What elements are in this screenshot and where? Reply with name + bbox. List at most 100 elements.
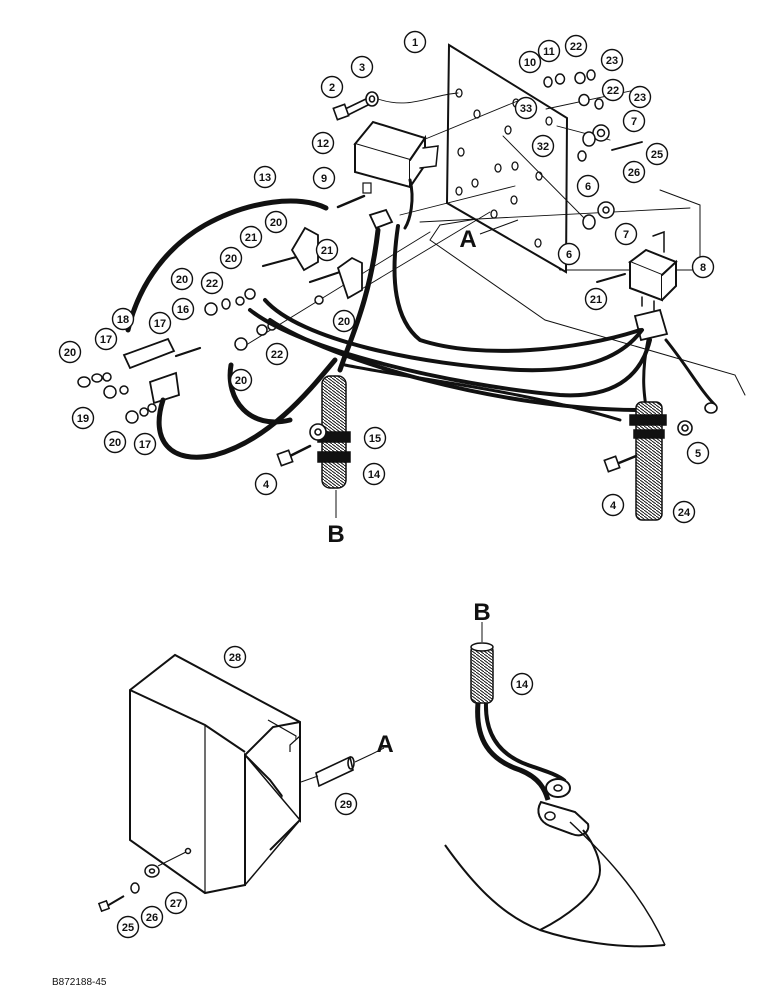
callout-number: 17 xyxy=(154,318,166,330)
callout-6: 6 xyxy=(576,174,600,198)
callout-circle xyxy=(148,311,172,335)
callout-4: 4 xyxy=(254,472,278,496)
cover-hardware xyxy=(97,847,192,913)
callout-19: 19 xyxy=(71,406,95,430)
callout-circle xyxy=(622,160,646,184)
callout-circle xyxy=(254,472,278,496)
callout-number: 17 xyxy=(100,334,112,346)
callout-1: 1 xyxy=(403,30,427,54)
callout-circle xyxy=(71,406,95,430)
callout-circle xyxy=(200,271,224,295)
terminal-blocks xyxy=(122,208,669,405)
callout-16: 16 xyxy=(171,297,195,321)
figure-code: B872188-45 xyxy=(52,977,107,988)
callout-circle xyxy=(557,242,581,266)
callout-2: 2 xyxy=(320,75,344,99)
callout-number: 13 xyxy=(259,172,271,184)
callout-circle xyxy=(58,340,82,364)
callout-number: 26 xyxy=(628,167,640,179)
callout-number: 22 xyxy=(271,349,283,361)
callout-number: 11 xyxy=(543,46,555,58)
callout-7: 7 xyxy=(622,109,646,133)
cable-clamps xyxy=(276,402,718,473)
callout-circle xyxy=(362,462,386,486)
callout-number: 2 xyxy=(329,82,335,94)
spacer xyxy=(300,753,373,788)
callout-number: 21 xyxy=(590,294,602,306)
callout-20: 20 xyxy=(264,210,288,234)
callout-number: 20 xyxy=(64,347,76,359)
callout-number: 1 xyxy=(412,37,418,49)
callout-number: 20 xyxy=(176,274,188,286)
callout-circle xyxy=(171,297,195,321)
callout-number: 33 xyxy=(520,103,532,115)
callout-circle xyxy=(514,96,538,120)
callout-14: 14 xyxy=(510,672,534,696)
callout-11: 11 xyxy=(537,39,561,63)
callout-number: 20 xyxy=(225,253,237,265)
callout-circle xyxy=(103,430,127,454)
callout-5: 5 xyxy=(686,441,710,465)
callout-8: 8 xyxy=(691,255,715,279)
top-assembly xyxy=(77,43,746,521)
callout-20: 20 xyxy=(229,368,253,392)
callout-circle xyxy=(600,48,624,72)
callout-circle xyxy=(253,165,277,189)
callout-number: 23 xyxy=(634,92,646,104)
callout-circle xyxy=(403,30,427,54)
callout-number: 23 xyxy=(606,55,618,67)
callout-number: 20 xyxy=(109,437,121,449)
callout-circle xyxy=(164,891,188,915)
view-label-a-cover: A xyxy=(376,731,393,758)
callout-13: 13 xyxy=(253,165,277,189)
callout-circle xyxy=(320,75,344,99)
callout-21: 21 xyxy=(584,287,608,311)
callout-number: 16 xyxy=(177,304,189,316)
callout-number: 5 xyxy=(695,448,701,460)
callout-circle xyxy=(264,210,288,234)
callout-20: 20 xyxy=(170,267,194,291)
callout-20: 20 xyxy=(332,309,356,333)
callout-21: 21 xyxy=(315,238,339,262)
callout-circle xyxy=(239,225,263,249)
callout-number: 21 xyxy=(245,232,257,244)
callout-number: 3 xyxy=(359,62,365,74)
callout-18: 18 xyxy=(111,307,135,331)
callout-circle xyxy=(518,50,542,74)
callout-25: 25 xyxy=(116,915,140,939)
callout-circle xyxy=(229,368,253,392)
callout-number: 25 xyxy=(122,922,134,934)
callout-circle xyxy=(622,109,646,133)
callout-number: 28 xyxy=(229,652,241,664)
callout-circle xyxy=(564,34,588,58)
callout-22: 22 xyxy=(200,271,224,295)
callout-14: 14 xyxy=(362,462,386,486)
mounting-plate xyxy=(445,43,569,274)
callout-circle xyxy=(311,131,335,155)
callout-circle xyxy=(628,85,652,109)
callout-20: 20 xyxy=(58,340,82,364)
callout-circle xyxy=(601,493,625,517)
hardware-nuts xyxy=(77,69,615,424)
view-letters: A B A B xyxy=(327,219,519,758)
callout-23: 23 xyxy=(628,85,652,109)
callout-number: 22 xyxy=(206,278,218,290)
callout-number: 4 xyxy=(263,479,270,491)
callout-circle xyxy=(691,255,715,279)
cover-view xyxy=(97,653,373,913)
callout-circle xyxy=(133,432,157,456)
callout-circle xyxy=(645,142,669,166)
callout-number: 20 xyxy=(338,316,350,328)
callout-circle xyxy=(140,905,164,929)
callout-number: 15 xyxy=(369,433,381,445)
callout-circle xyxy=(350,55,374,79)
braided-sleeve xyxy=(317,375,667,521)
branch-b-view xyxy=(444,642,666,948)
callout-10: 10 xyxy=(518,50,542,74)
callout-number: 20 xyxy=(235,375,247,387)
callout-25: 25 xyxy=(645,142,669,166)
callout-9: 9 xyxy=(312,166,336,190)
callout-number: 27 xyxy=(170,898,182,910)
view-label-b-branch: B xyxy=(473,599,490,626)
